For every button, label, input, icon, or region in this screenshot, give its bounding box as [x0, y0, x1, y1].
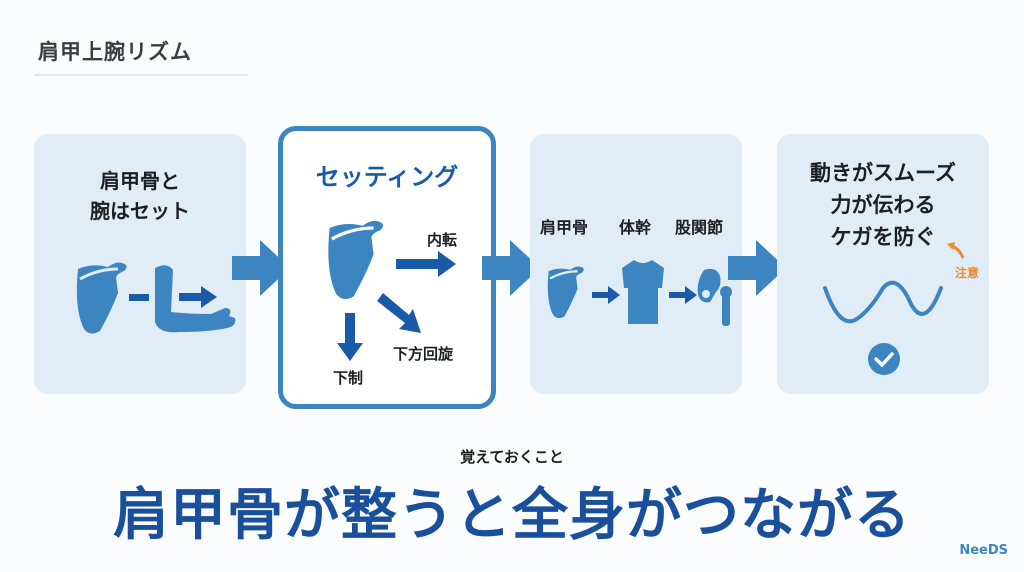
curved-arrow-icon	[947, 242, 965, 259]
brand-logo: NeeDS	[959, 543, 1008, 558]
title-underline	[34, 74, 248, 76]
scapula-icon	[76, 262, 127, 334]
check-circle-icon	[868, 343, 900, 375]
label-trunk: 体幹	[619, 218, 652, 237]
caution-label: 注意	[955, 266, 980, 280]
arrow-down-icon	[337, 313, 363, 361]
card-scapula-arm-set: 肩甲骨と 腕はセット	[34, 134, 246, 394]
label-internal-rotation: 内転	[427, 231, 458, 249]
page-title: 肩甲上腕リズム	[38, 40, 192, 64]
label-hip-joint: 股関節	[675, 218, 724, 237]
flow-arrow-1	[232, 240, 290, 296]
trunk-icon	[622, 260, 664, 324]
hip-joint-icon	[697, 268, 732, 326]
scapula-icon	[547, 266, 584, 319]
benefit-power-transfer: 力が伝わる	[830, 193, 936, 217]
scapula-icon	[328, 220, 384, 300]
arrow-diagonal-icon	[377, 293, 421, 333]
arrow-right-icon	[592, 286, 620, 304]
label-downward-rotation: 下方回旋	[393, 345, 454, 363]
footer-headline: 肩甲骨が整うと全身がつながる	[113, 483, 911, 548]
card-benefits: 動きがスムーズ 力が伝わる ケガを防ぐ 注意	[777, 134, 989, 394]
label-depression: 下制	[333, 369, 364, 387]
arm-icon	[155, 265, 236, 333]
card-2-title: セッティング	[315, 163, 459, 191]
card-kinetic-chain: 肩甲骨 体幹 股関節	[530, 134, 742, 394]
dash-connector-icon	[129, 294, 149, 301]
flow-arrow-3	[728, 240, 786, 296]
card-1-line-2: 腕はセット	[90, 199, 190, 223]
card-1-line-1: 肩甲骨と	[100, 169, 180, 193]
arrow-right-icon	[179, 286, 217, 308]
flow-arrow-2	[482, 240, 540, 296]
card-setting: セッティング 内転 下方回旋 下制	[278, 126, 496, 409]
label-scapula: 肩甲骨	[540, 218, 589, 237]
wave-icon	[823, 280, 943, 324]
arrow-right-icon	[669, 286, 697, 304]
footer-subtitle: 覚えておくこと	[460, 448, 564, 466]
benefit-injury-prevention: ケガを防ぐ	[830, 225, 936, 249]
benefit-smooth-movement: 動きがスムーズ	[810, 161, 956, 185]
arrow-right-icon	[396, 251, 456, 277]
